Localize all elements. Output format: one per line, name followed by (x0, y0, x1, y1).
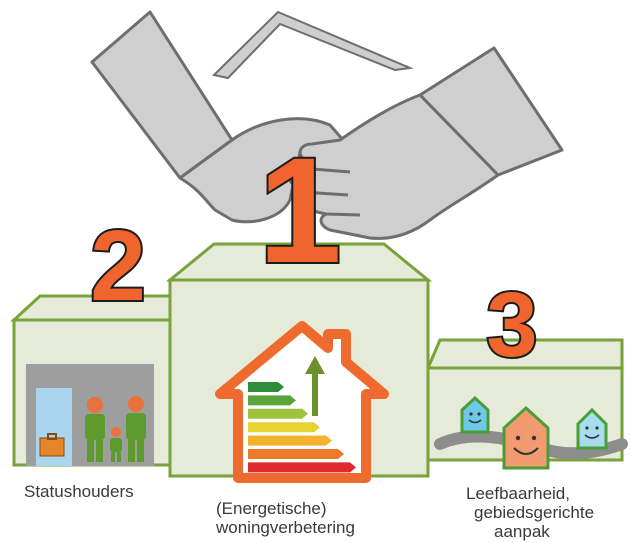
energy-label-bar (248, 462, 356, 473)
rank-third: 3 (486, 274, 537, 376)
energy-label-bars (248, 382, 356, 473)
caption-leefbaarheid-line2: gebiedsgerichte (474, 503, 595, 522)
caption-leefbaarheid-line3: aanpak (494, 522, 550, 541)
energy-label-bar (248, 382, 284, 392)
caption-woningverbetering: (Energetische) woningverbetering (216, 499, 355, 537)
energy-label-bar (248, 408, 308, 419)
caption-statushouders: Statushouders (24, 482, 134, 501)
caption-woningverbetering-line2: woningverbetering (216, 518, 355, 537)
energy-label-bar (248, 435, 332, 446)
roof-outline-icon (211, 10, 414, 80)
handshake-icon (90, 10, 564, 240)
energy-label-bar (248, 422, 320, 433)
statushouders-scene-icon (26, 364, 154, 466)
caption-woningverbetering-line1: (Energetische) (216, 499, 327, 518)
energy-label-house-icon (215, 321, 389, 483)
rank-first: 1 (258, 126, 341, 294)
neighbourhood-houses-icon (434, 395, 628, 470)
caption-leefbaarheid: Leefbaarheid, gebiedsgerichte aanpak (466, 484, 594, 541)
caption-leefbaarheid-line1: Leefbaarheid, (466, 484, 570, 503)
energy-label-bar (248, 395, 296, 406)
rank-second: 2 (90, 210, 146, 322)
energy-label-bar (248, 449, 344, 459)
